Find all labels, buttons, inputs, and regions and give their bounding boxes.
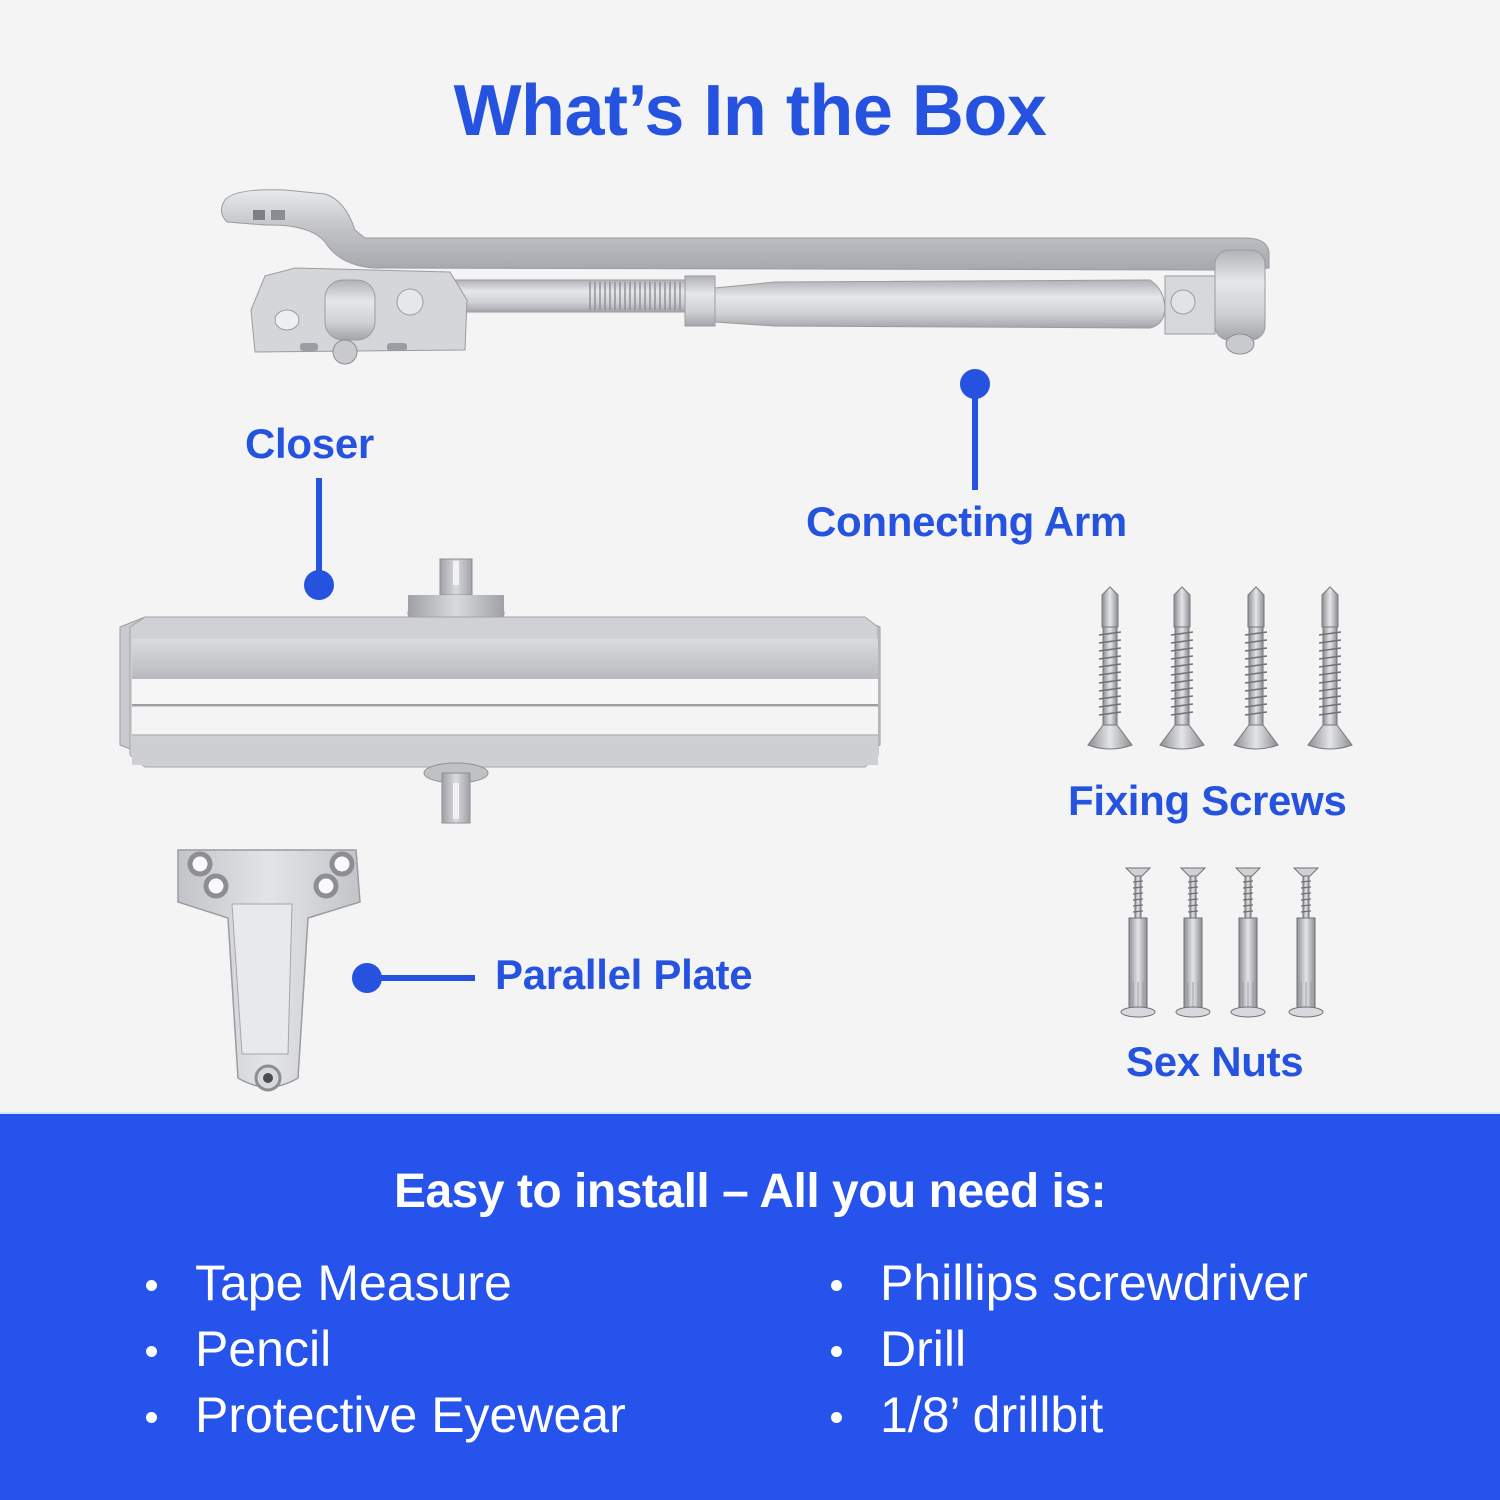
closer-label: Closer bbox=[245, 420, 374, 467]
door-closer-body-image bbox=[119, 558, 881, 824]
sex-bolt-image bbox=[1120, 867, 1324, 1018]
list-item: 1/8’ drillbit bbox=[825, 1382, 1308, 1448]
self-drilling-screw-image bbox=[1087, 586, 1353, 750]
bullet-icon bbox=[146, 1346, 157, 1357]
closer-callout-line bbox=[316, 478, 322, 578]
connecting-arm-callout-line bbox=[972, 392, 978, 490]
requirements-list-right: Phillips screwdriver Drill 1/8’ drillbit bbox=[825, 1250, 1308, 1448]
closer-callout-dot bbox=[304, 570, 334, 600]
bullet-icon bbox=[831, 1280, 842, 1291]
connecting-arm-label: Connecting Arm bbox=[806, 498, 1127, 545]
sex-nuts-label: Sex Nuts bbox=[1126, 1038, 1304, 1085]
list-item: Phillips screwdriver bbox=[825, 1250, 1308, 1316]
bullet-icon bbox=[146, 1280, 157, 1291]
bullet-icon bbox=[146, 1412, 157, 1423]
list-item: Tape Measure bbox=[140, 1250, 626, 1316]
fixing-screws-label: Fixing Screws bbox=[1068, 777, 1347, 824]
list-item: Protective Eyewear bbox=[140, 1382, 626, 1448]
list-item: Drill bbox=[825, 1316, 1308, 1382]
bullet-icon bbox=[831, 1346, 842, 1357]
page-title: What’s In the Box bbox=[453, 71, 1047, 151]
t-bracket-plate-image bbox=[177, 849, 361, 1092]
list-item: Pencil bbox=[140, 1316, 626, 1382]
parallel-plate-label: Parallel Plate bbox=[495, 951, 753, 998]
parallel-plate-callout-line bbox=[375, 975, 475, 981]
bullet-icon bbox=[831, 1412, 842, 1423]
requirements-heading: Easy to install – All you need is: bbox=[393, 1165, 1107, 1218]
requirements-band: Easy to install – All you need is: Tape … bbox=[0, 1112, 1500, 1500]
door-closer-arm-image bbox=[221, 189, 1270, 365]
requirements-list-left: Tape Measure Pencil Protective Eyewear bbox=[140, 1250, 626, 1448]
